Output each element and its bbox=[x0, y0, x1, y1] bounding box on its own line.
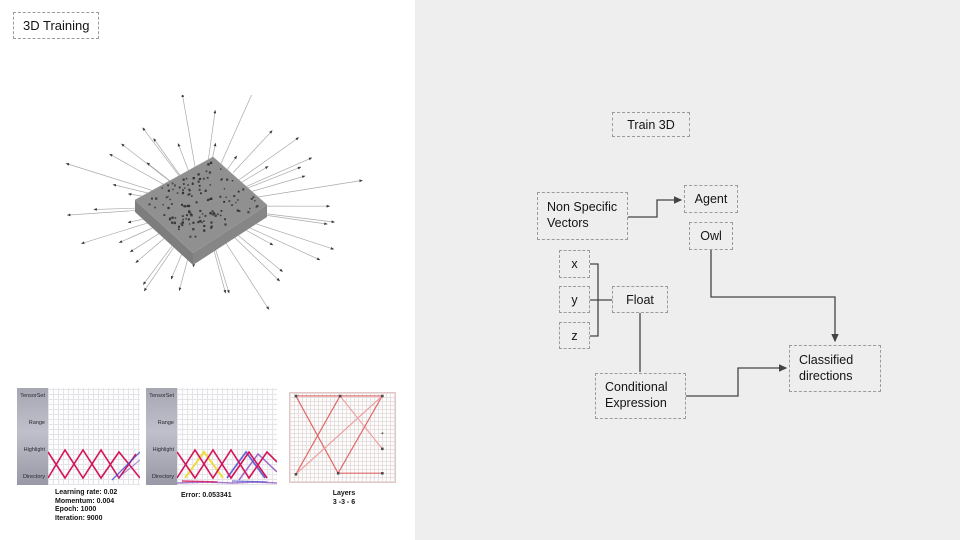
3d-vector-field-figure bbox=[65, 95, 363, 310]
training-panel-2[interactable]: TensorSet Range Highlight Directory bbox=[146, 388, 277, 485]
training-panel-1[interactable]: TensorSet Range Highlight Directory bbox=[17, 388, 140, 485]
panel1-plot bbox=[48, 388, 140, 485]
menu-item-highlight[interactable]: Highlight bbox=[23, 447, 45, 453]
stat-epoch: Epoch: 1000 bbox=[55, 506, 97, 514]
node-cd-label: Classified directions bbox=[799, 352, 854, 383]
node-float[interactable]: Float bbox=[612, 286, 668, 313]
layers-stat: Layers 3 -3 - 6 bbox=[316, 490, 372, 507]
node-y[interactable]: y bbox=[559, 286, 590, 313]
node-owl[interactable]: Owl bbox=[689, 222, 733, 250]
panel2-menu[interactable]: TensorSet Range Highlight Directory bbox=[146, 388, 177, 485]
left-canvas: 3D Training TensorSet Range Highlight bbox=[0, 0, 415, 540]
panel1-zigzag-chart bbox=[48, 448, 140, 481]
panel2-zigzag-chart bbox=[177, 448, 277, 484]
stat-error: Error: 0.053341 bbox=[181, 492, 232, 499]
node-train-3d-label: Train 3D bbox=[627, 117, 675, 132]
stat-momentum: Momentum: 0.004 bbox=[55, 497, 115, 505]
menu-item-range[interactable]: Range bbox=[157, 420, 174, 426]
stat-learning-rate: Learning rate: 0.02 bbox=[55, 489, 118, 496]
node-train-3d[interactable]: Train 3D bbox=[612, 112, 690, 137]
node-x-label: x bbox=[571, 257, 578, 271]
surface-dots bbox=[148, 161, 259, 238]
panel1-menu[interactable]: TensorSet Range Highlight Directory bbox=[17, 388, 48, 485]
hyperparameter-stats: Learning rate: 0.02 Momentum: 0.004 Epoc… bbox=[55, 489, 117, 523]
training-panel-3[interactable] bbox=[289, 392, 396, 483]
network-graph bbox=[294, 394, 384, 476]
training-surface bbox=[134, 156, 268, 265]
menu-item-directory[interactable]: Directory bbox=[151, 474, 174, 480]
panel3-plot bbox=[290, 393, 395, 482]
node-non-specific-vectors[interactable]: Non Specific Vectors bbox=[537, 192, 628, 240]
node-z-label: z bbox=[571, 328, 578, 343]
node-agent[interactable]: Agent bbox=[684, 185, 738, 213]
title-shape-3d-training[interactable]: 3D Training bbox=[13, 12, 99, 39]
menu-item-tensorset[interactable]: TensorSet bbox=[20, 393, 45, 399]
node-y-label: y bbox=[571, 292, 578, 307]
menu-item-directory[interactable]: Directory bbox=[22, 474, 45, 480]
error-stat: Error: 0.053341 bbox=[181, 492, 232, 501]
flowchart-canvas bbox=[415, 0, 960, 540]
node-conditional-expression[interactable]: Conditional Expression bbox=[595, 373, 686, 419]
stat-iteration: Iteration: 9000 bbox=[55, 514, 103, 522]
node-ce-label: Conditional Expression bbox=[605, 380, 668, 410]
node-z[interactable]: z bbox=[559, 322, 590, 349]
title-label: 3D Training bbox=[23, 18, 90, 33]
menu-item-tensorset[interactable]: TensorSet bbox=[149, 393, 174, 399]
menu-item-highlight[interactable]: Highlight bbox=[152, 447, 174, 453]
node-nsv-label: Non Specific Vectors bbox=[547, 200, 618, 230]
node-classified-directions[interactable]: Classified directions bbox=[789, 345, 881, 392]
panel2-plot bbox=[177, 388, 277, 485]
menu-item-range[interactable]: Range bbox=[28, 420, 45, 426]
node-float-label: Float bbox=[626, 292, 654, 307]
stat-layers-label: Layers bbox=[332, 490, 356, 497]
node-owl-label: Owl bbox=[700, 229, 722, 243]
stat-layers-value: 3 -3 - 6 bbox=[332, 498, 356, 506]
node-agent-label: Agent bbox=[694, 192, 728, 206]
node-x[interactable]: x bbox=[559, 250, 590, 278]
